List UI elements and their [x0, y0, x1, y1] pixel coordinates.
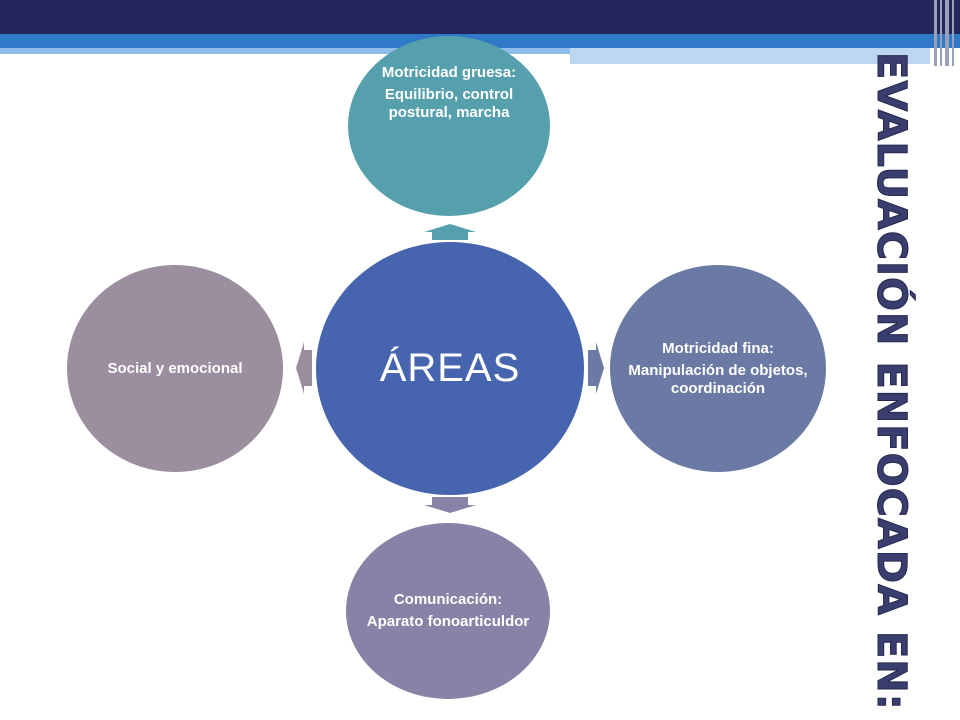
corner-line — [934, 0, 937, 66]
node-heading: Comunicación: — [393, 591, 503, 608]
corner-line — [952, 0, 954, 66]
side-title: EVALUACIÓN ENFOCADA EN: — [866, 52, 916, 712]
node-gross-motor: Motricidad gruesa: Equilibrio, control p… — [348, 36, 550, 216]
node-communication: Comunicación: Aparato fonoarticuldor — [346, 523, 550, 699]
header-light-band-right — [570, 48, 930, 64]
node-heading: Motricidad gruesa: — [381, 64, 517, 81]
header-bar — [0, 0, 960, 34]
arrow-left-icon — [296, 342, 312, 394]
node-social: Social y emocional — [67, 265, 283, 472]
node-detail: Aparato fonoarticuldor — [366, 613, 530, 630]
arrow-right-icon — [588, 342, 604, 394]
corner-line — [945, 0, 949, 66]
node-fine-motor: Motricidad fina: Manipulación de objetos… — [610, 265, 826, 472]
arrow-down-icon — [424, 497, 476, 513]
center-label: ÁREAS — [379, 346, 521, 390]
center-node: ÁREAS — [316, 242, 584, 495]
side-title-text: EVALUACIÓN ENFOCADA EN: — [868, 52, 915, 712]
corner-line — [940, 0, 942, 66]
node-heading: Motricidad fina: — [662, 339, 774, 357]
node-detail: Equilibrio, control postural, marcha — [384, 86, 514, 121]
node-detail: Manipulación de objetos, coordinación — [628, 361, 808, 397]
arrow-up-icon — [424, 224, 476, 240]
node-heading: Social y emocional — [107, 359, 243, 377]
header-light-band — [0, 48, 570, 54]
